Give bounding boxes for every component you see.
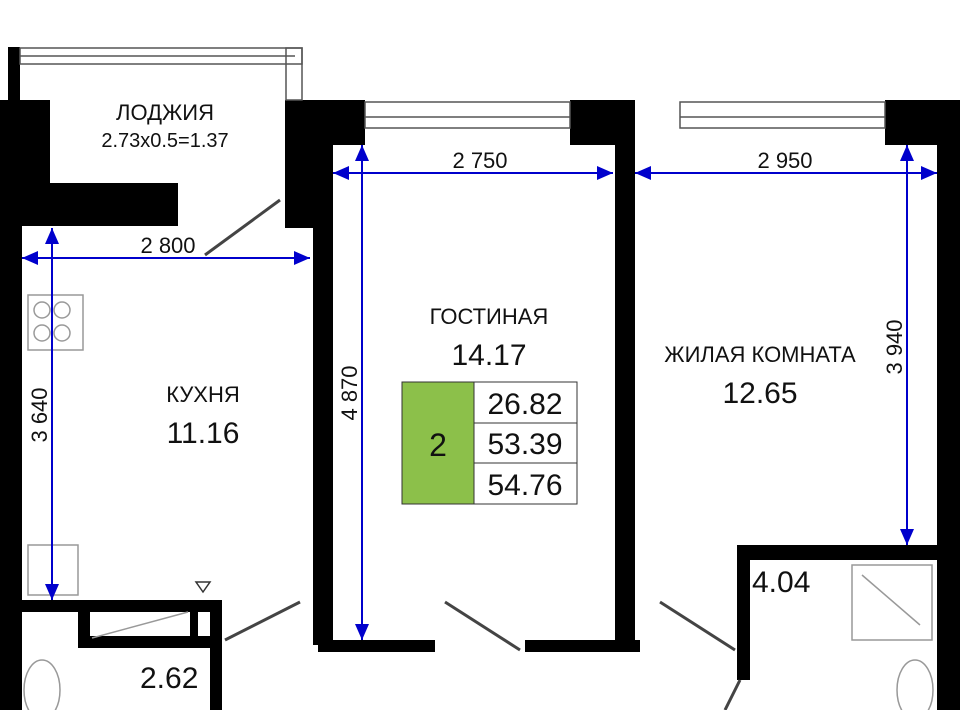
living-area-total: 26.82 (487, 388, 562, 421)
bathroom-area: 4.04 (752, 566, 810, 599)
dimension-labels: 2 800 3 640 2 750 4 870 2 950 3 940 (27, 148, 907, 443)
shower-icon (851, 564, 933, 641)
loggia-name: ЛОДЖИЯ (116, 100, 214, 125)
bedroom-width-label: 2 950 (757, 148, 812, 173)
rooms-count: 2 (429, 427, 447, 463)
bedroom-name: ЖИЛАЯ КОМНАТА (664, 342, 856, 367)
living-width-label: 2 750 (452, 148, 507, 173)
stove-icon (27, 294, 84, 351)
toilet-icon (896, 659, 934, 710)
kitchen-width-label: 2 800 (140, 233, 195, 258)
room-labels: ЛОДЖИЯ 2.73x0.5=1.37 КУХНЯ 11.16 ГОСТИНА… (101, 100, 856, 695)
bedroom-area: 12.65 (722, 377, 797, 410)
living-name: ГОСТИНАЯ (430, 304, 549, 329)
total-area: 53.39 (487, 428, 562, 461)
bedroom-length-label: 3 940 (882, 319, 907, 374)
doors (204, 198, 742, 710)
kitchen-length-label: 3 640 (27, 387, 52, 442)
kitchen-area: 11.16 (167, 417, 240, 450)
wc-area: 2.62 (140, 662, 198, 695)
dimension-lines (22, 145, 937, 640)
loggia-area: 2.73x0.5=1.37 (101, 130, 228, 152)
living-area: 14.17 (451, 339, 526, 372)
walls (0, 47, 960, 710)
kitchen-name: КУХНЯ (166, 382, 240, 407)
area-summary-badge: 2 26.82 53.39 54.76 (401, 381, 578, 505)
total-area-with-loggia: 54.76 (487, 469, 562, 502)
living-length-label: 4 870 (337, 365, 362, 420)
toilet-icon (23, 659, 61, 710)
windows (19, 47, 886, 129)
